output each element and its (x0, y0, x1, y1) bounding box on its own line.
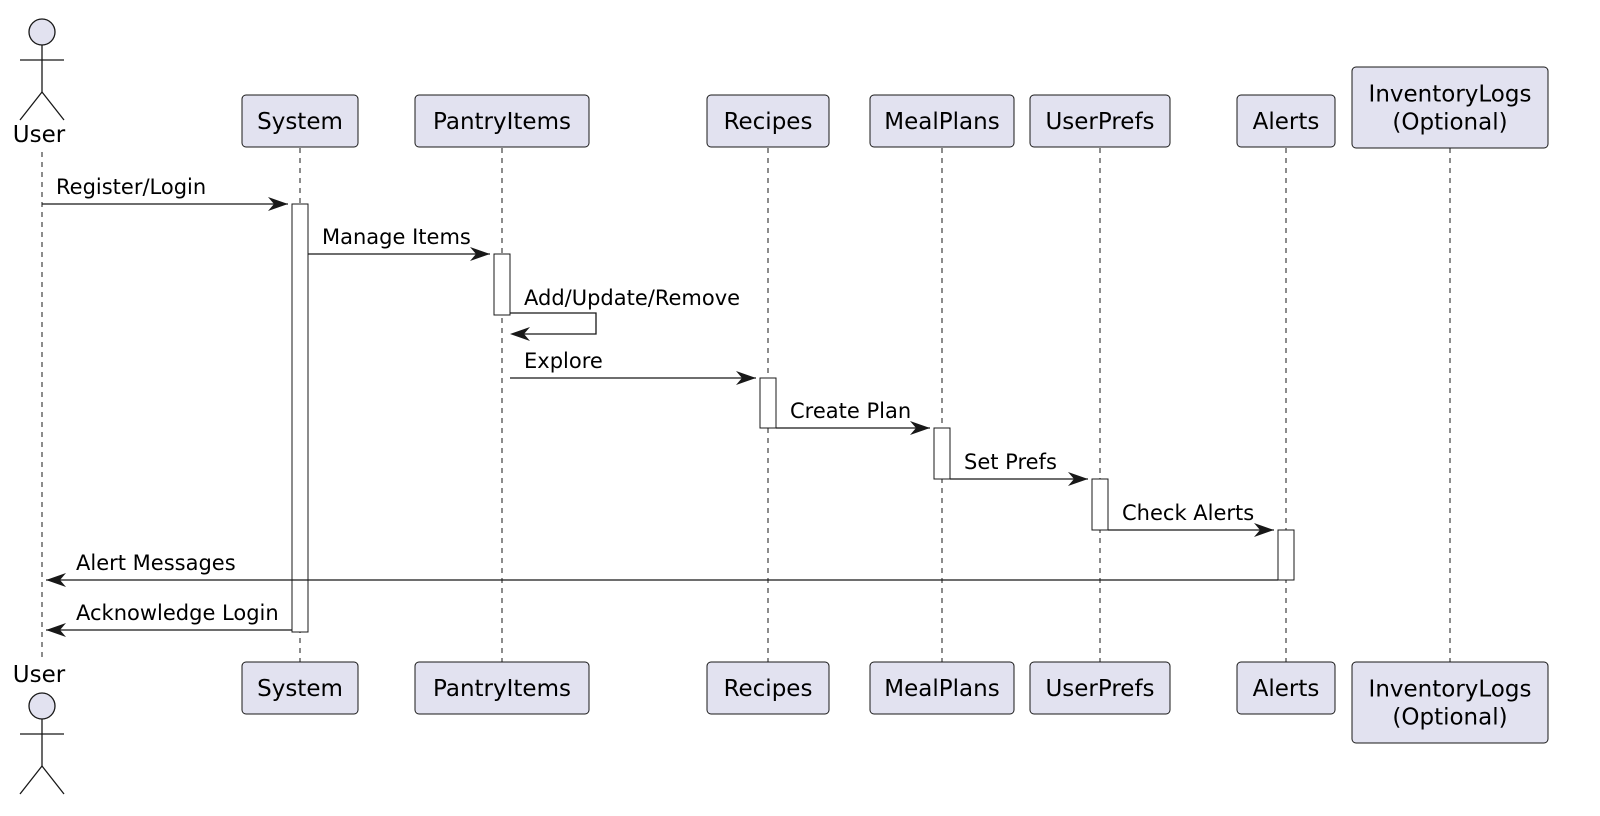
participant-label: Recipes (724, 109, 813, 135)
participant-box (1029, 661, 1171, 715)
message-label: Explore (524, 349, 603, 373)
participant-box (869, 661, 1015, 715)
participant-box (1351, 661, 1549, 744)
actor-icon (28, 18, 56, 46)
participant-userprefs-bottom: UserPrefs (1029, 661, 1171, 715)
participant-recipes-bottom: Recipes (706, 661, 830, 715)
message-label: Manage Items (322, 225, 471, 249)
message-label: Check Alerts (1122, 501, 1254, 525)
participant-system-bottom: System (241, 661, 359, 715)
participant-box (414, 94, 590, 148)
participant-userprefs-top: UserPrefs (1029, 94, 1171, 148)
lifelines (41, 148, 1451, 662)
participant-label: UserPrefs (1045, 109, 1154, 135)
message-4: Explore (510, 349, 756, 385)
arrowhead (1254, 523, 1274, 537)
arrowhead (910, 421, 930, 435)
activation-bar-system (291, 203, 309, 633)
participant-pantry-bottom: PantryItems (414, 661, 590, 715)
participant-label: Recipes (724, 676, 813, 702)
participant-box (869, 94, 1015, 148)
arrowhead (268, 197, 288, 211)
participant-mealplans-top: MealPlans (869, 94, 1015, 148)
activations (291, 203, 1295, 633)
arrowhead (736, 371, 756, 385)
participant-label: System (257, 109, 343, 135)
actor-user-bottom: User (13, 662, 66, 795)
participant-label: System (257, 676, 343, 702)
participant-pantry-top: PantryItems (414, 94, 590, 148)
participant-label: PantryItems (433, 676, 571, 702)
participant-label: PantryItems (433, 109, 571, 135)
message-8: Alert Messages (46, 551, 1278, 587)
participant-invlogs-top: InventoryLogs(Optional) (1351, 66, 1549, 149)
participant-box (241, 94, 359, 148)
actor-user-top: User (13, 18, 66, 148)
participant-label: (Optional) (1392, 705, 1507, 731)
participant-label: Alerts (1253, 676, 1320, 702)
arrowhead (1068, 472, 1088, 486)
activation-bar-pantry (493, 253, 511, 316)
participant-label: MealPlans (884, 109, 999, 135)
participant-label: InventoryLogs (1369, 677, 1532, 703)
participant-box (414, 661, 590, 715)
participant-recipes-top: Recipes (706, 94, 830, 148)
participant-box (241, 661, 359, 715)
message-6: Set Prefs (950, 450, 1088, 486)
actor-label: User (13, 662, 66, 688)
participant-invlogs-bottom: InventoryLogs(Optional) (1351, 661, 1549, 744)
message-label: Acknowledge Login (76, 601, 279, 625)
participant-label: InventoryLogs (1369, 82, 1532, 108)
participant-box (1236, 661, 1336, 715)
message-5: Create Plan (776, 399, 930, 435)
arrowhead (46, 573, 66, 587)
participant-box (706, 661, 830, 715)
message-label: Create Plan (790, 399, 911, 423)
participant-alerts-bottom: Alerts (1236, 661, 1336, 715)
participant-mealplans-bottom: MealPlans (869, 661, 1015, 715)
participant-label: (Optional) (1392, 110, 1507, 136)
message-label: Add/Update/Remove (524, 286, 740, 310)
activation-bar-mealplans (933, 427, 951, 480)
participant-box (706, 94, 830, 148)
message-label: Alert Messages (76, 551, 236, 575)
activation-bar-alerts (1277, 529, 1295, 581)
participant-box (1029, 94, 1171, 148)
participant-label: Alerts (1253, 109, 1320, 135)
participant-system-top: System (241, 94, 359, 148)
message-1: Register/Login (42, 175, 288, 211)
participant-alerts-top: Alerts (1236, 94, 1336, 148)
participant-box (1236, 94, 1336, 148)
participant-label: UserPrefs (1045, 676, 1154, 702)
message-label: Set Prefs (964, 450, 1057, 474)
actor-label: User (13, 122, 66, 148)
actor-icon (28, 692, 56, 720)
message-2: Manage Items (308, 225, 490, 261)
message-7: Check Alerts (1108, 501, 1274, 537)
arrowhead (470, 247, 490, 261)
arrowhead (46, 623, 66, 637)
activation-bar-recipes (759, 377, 777, 429)
message-3: Add/Update/Remove (510, 286, 740, 341)
participant-label: MealPlans (884, 676, 999, 702)
participants: SystemSystemPantryItemsPantryItemsRecipe… (241, 66, 1549, 744)
message-9: Acknowledge Login (46, 601, 292, 637)
message-label: Register/Login (56, 175, 206, 199)
participant-box (1351, 66, 1549, 149)
arrowhead (510, 327, 530, 341)
activation-bar-userprefs (1091, 478, 1109, 531)
self-message-line (510, 312, 597, 335)
